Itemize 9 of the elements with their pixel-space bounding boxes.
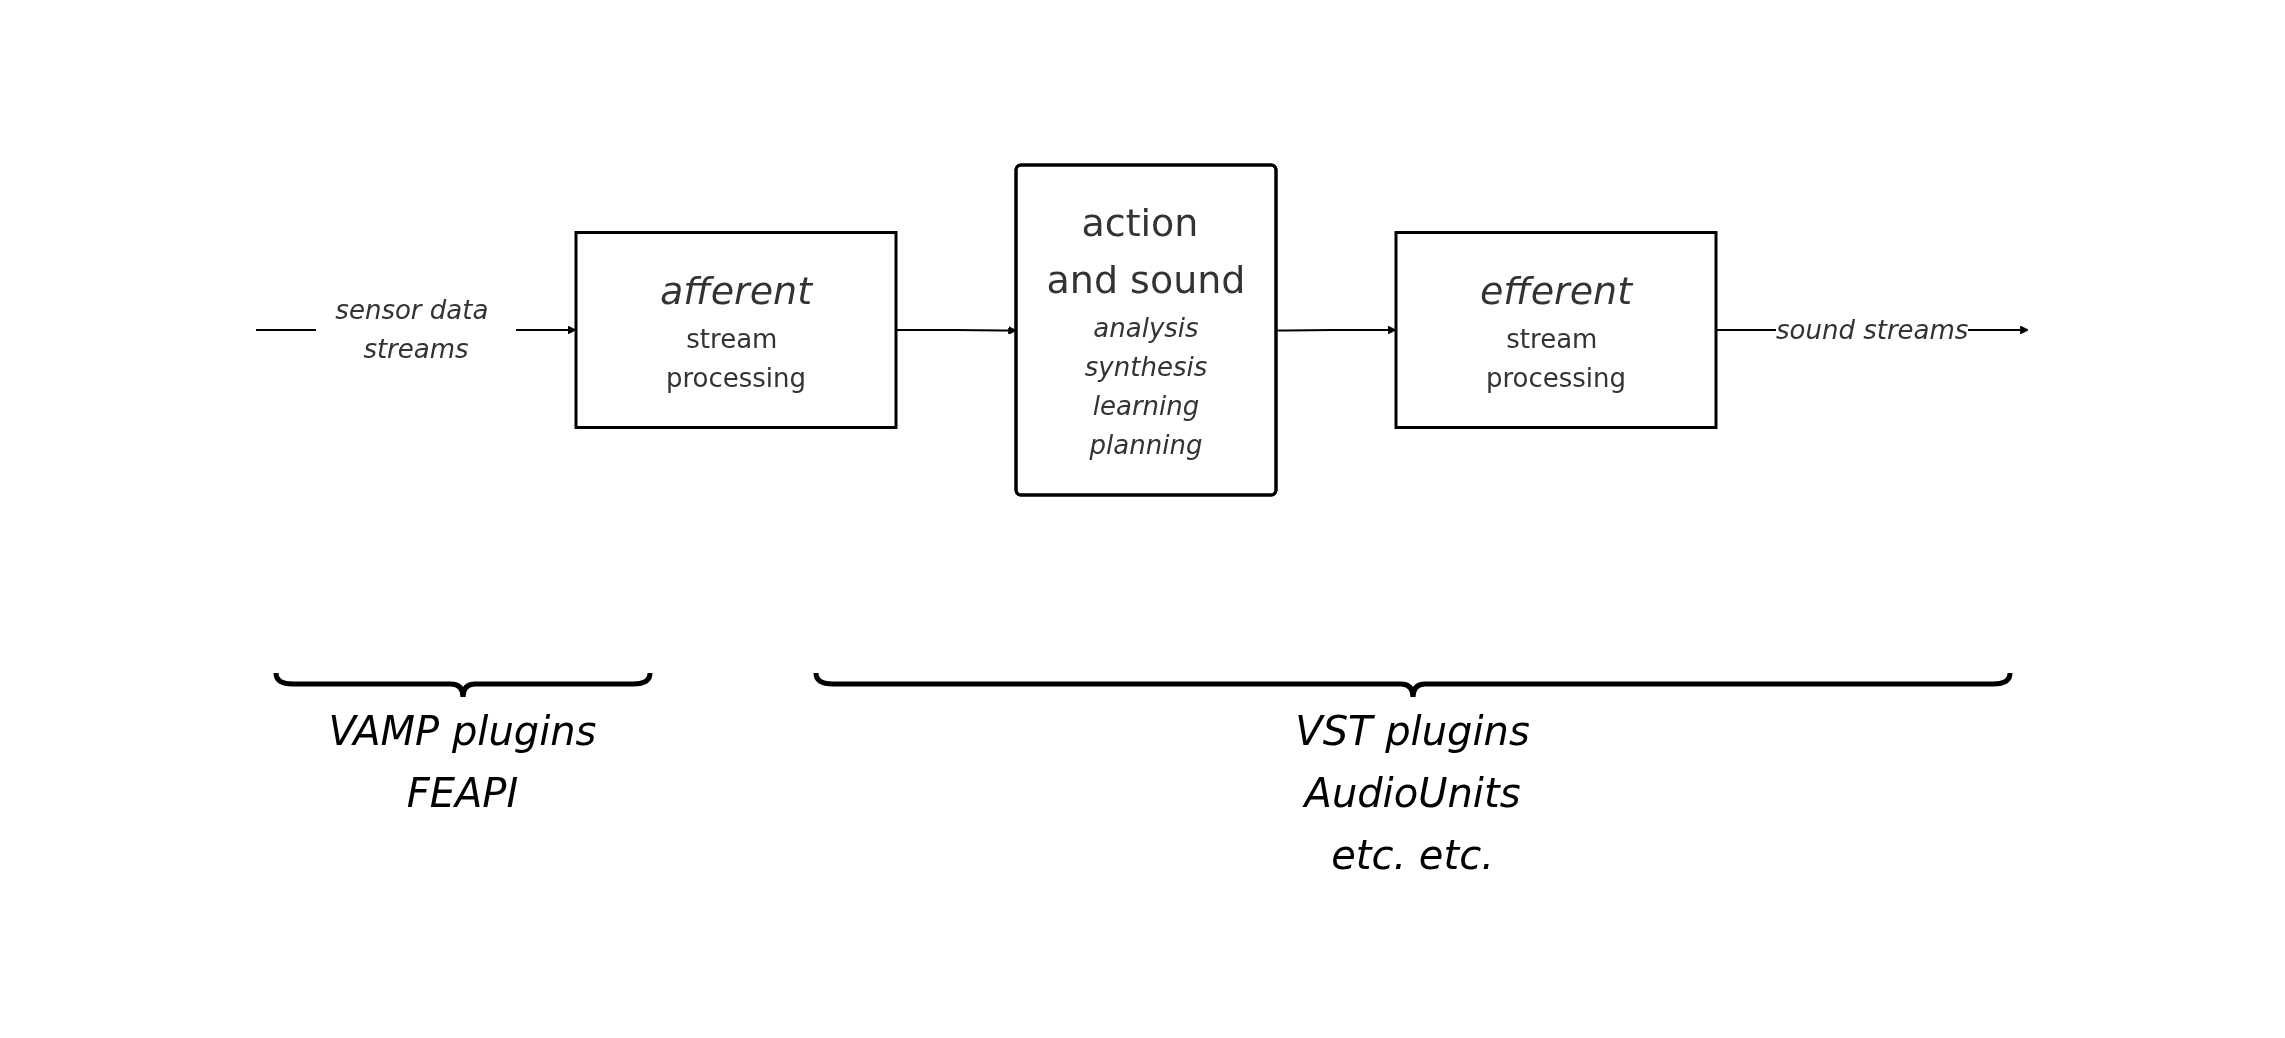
note-text: VST plugins [1295,708,1530,754]
note-text: VAMP plugins [328,708,597,754]
node-box: efferent stream processing [1394,231,1718,429]
note-text: etc. etc. [1331,832,1494,878]
note-text: FEAPI [406,770,519,816]
note-text: AudioUnits [1304,770,1521,816]
edge-label: sound streams [1776,314,1969,345]
node-box: afferent stream processing [574,231,898,429]
edge-label: sensor data streams [335,295,489,364]
